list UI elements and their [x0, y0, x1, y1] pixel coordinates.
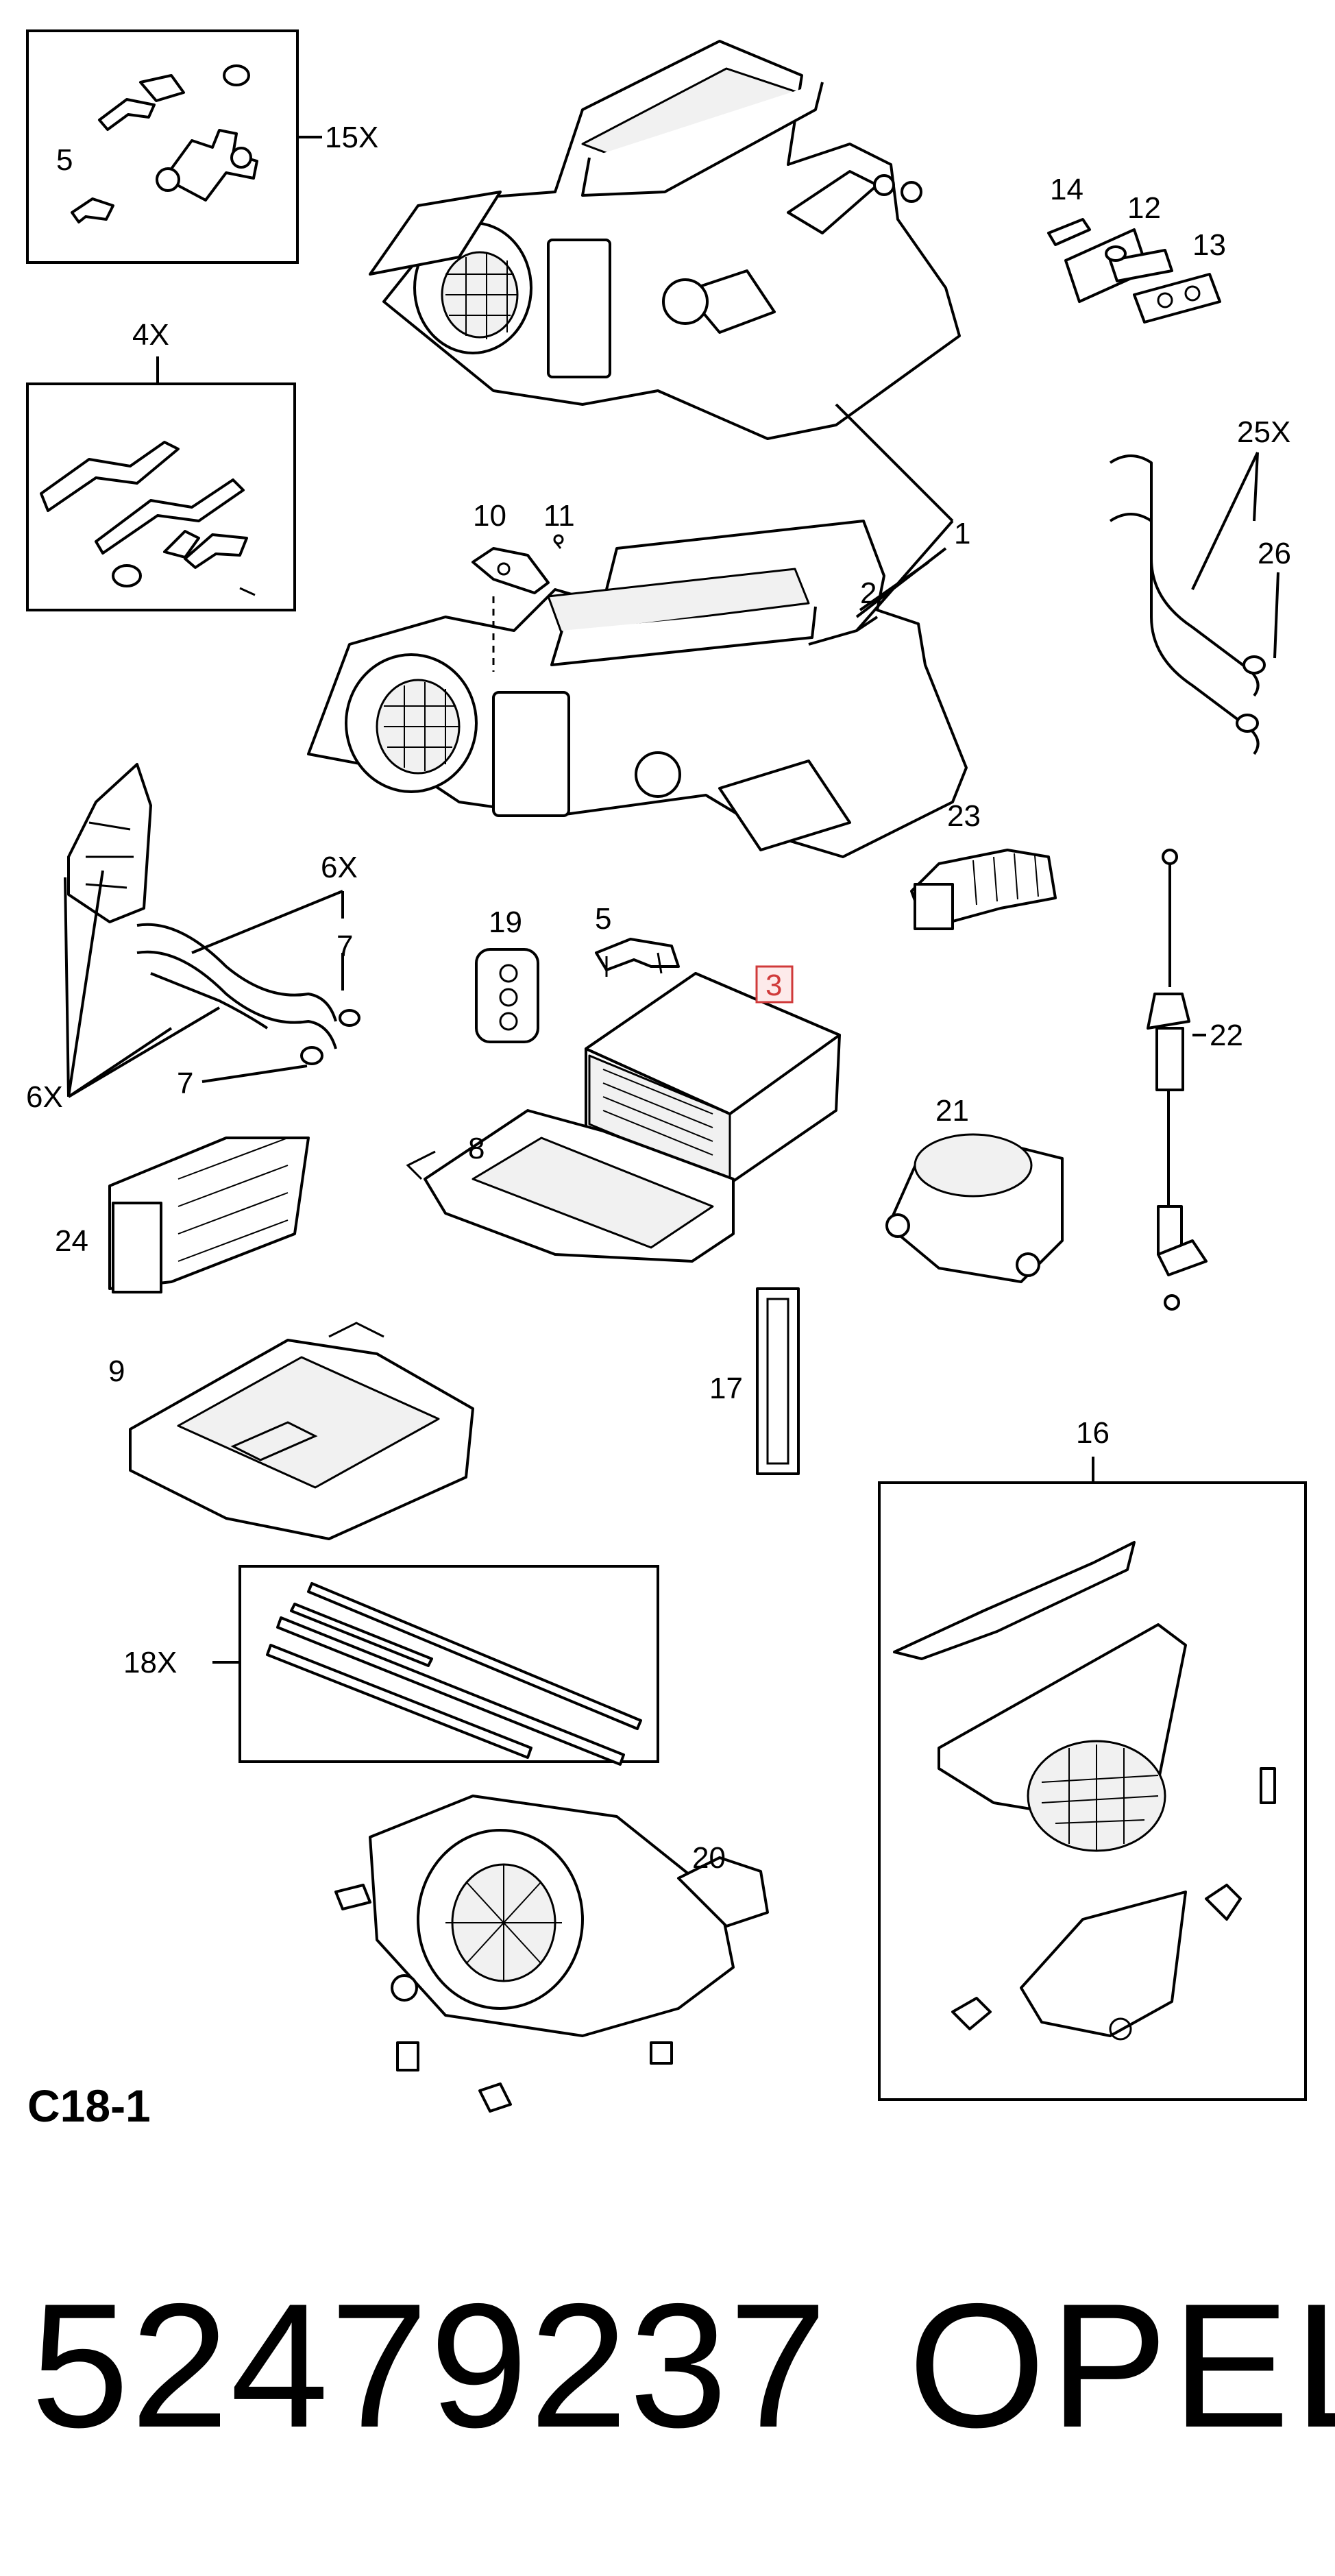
- flap-shaft-parts: [1047, 218, 1221, 324]
- kit-15x-box: [26, 29, 322, 264]
- callout-1: 1: [954, 517, 970, 550]
- heater-core: [585, 972, 841, 1187]
- callout-15x: 15X: [325, 121, 378, 154]
- blower-motor-assembly: [334, 1795, 769, 2113]
- callout-24: 24: [55, 1224, 88, 1258]
- callout-3-highlighted: 3: [755, 965, 794, 1004]
- brand-name: OPEL: [908, 2266, 1335, 2464]
- callout-11: 11: [543, 499, 575, 533]
- callout-21: 21: [935, 1094, 969, 1128]
- callout-19: 19: [489, 906, 522, 939]
- clip: [595, 938, 680, 977]
- sheet-label: C18-1: [27, 2080, 151, 2131]
- callout-12: 12: [1127, 191, 1161, 225]
- callout-17: 17: [709, 1372, 743, 1405]
- callout-7: 7: [336, 929, 353, 963]
- coolant-pipes-left: [64, 870, 360, 1098]
- callout-3: 3: [766, 969, 782, 1002]
- callout-16: 16: [1076, 1416, 1110, 1450]
- callout-9: 9: [108, 1354, 125, 1388]
- kit-16-box: [878, 1457, 1307, 2101]
- callout-6x: 6X: [321, 851, 358, 884]
- heater-pipes: [1109, 452, 1279, 755]
- callout-5: 5: [56, 143, 73, 177]
- callout-8: 8: [468, 1132, 485, 1165]
- callout-25x: 25X: [1237, 415, 1290, 449]
- control-rod: [1147, 849, 1208, 1311]
- callout-22: 22: [1210, 1019, 1243, 1052]
- callout-2: 2: [860, 576, 877, 610]
- hvac-housing-lower: [307, 520, 968, 858]
- grommet: [475, 948, 539, 1043]
- callout-6x: 6X: [26, 1080, 63, 1114]
- leader-line: [859, 561, 930, 611]
- actuator-bracket: [471, 534, 564, 672]
- callout-18x: 18X: [123, 1646, 177, 1679]
- foam-seal-strip: [756, 1287, 800, 1475]
- kit-18x-box: [212, 1565, 659, 1766]
- air-duct-left: [67, 763, 152, 923]
- kit-4x-box: [26, 356, 296, 611]
- temperature-sensor: [910, 849, 1057, 930]
- hvac-housing-assembly: [369, 40, 961, 522]
- callout-20: 20: [692, 1841, 726, 1875]
- callout-26: 26: [1258, 537, 1291, 570]
- part-number: 52479237: [31, 2266, 829, 2464]
- callout-23: 23: [947, 799, 981, 833]
- wiring-connector: [108, 1137, 310, 1293]
- mode-actuator: [885, 1133, 1064, 1283]
- callout-7: 7: [177, 1067, 193, 1100]
- callout-14: 14: [1050, 173, 1083, 206]
- callout-5: 5: [595, 902, 611, 936]
- callout-4x: 4X: [132, 318, 169, 352]
- callout-13: 13: [1192, 228, 1226, 262]
- heater-tray: [406, 1109, 735, 1263]
- callout-labels: 15X 5 4X 14 12 13 25X 26 1 2 10 11 23 6X…: [26, 121, 1291, 1875]
- lower-housing-tray: [129, 1322, 474, 1540]
- callout-10: 10: [473, 499, 506, 533]
